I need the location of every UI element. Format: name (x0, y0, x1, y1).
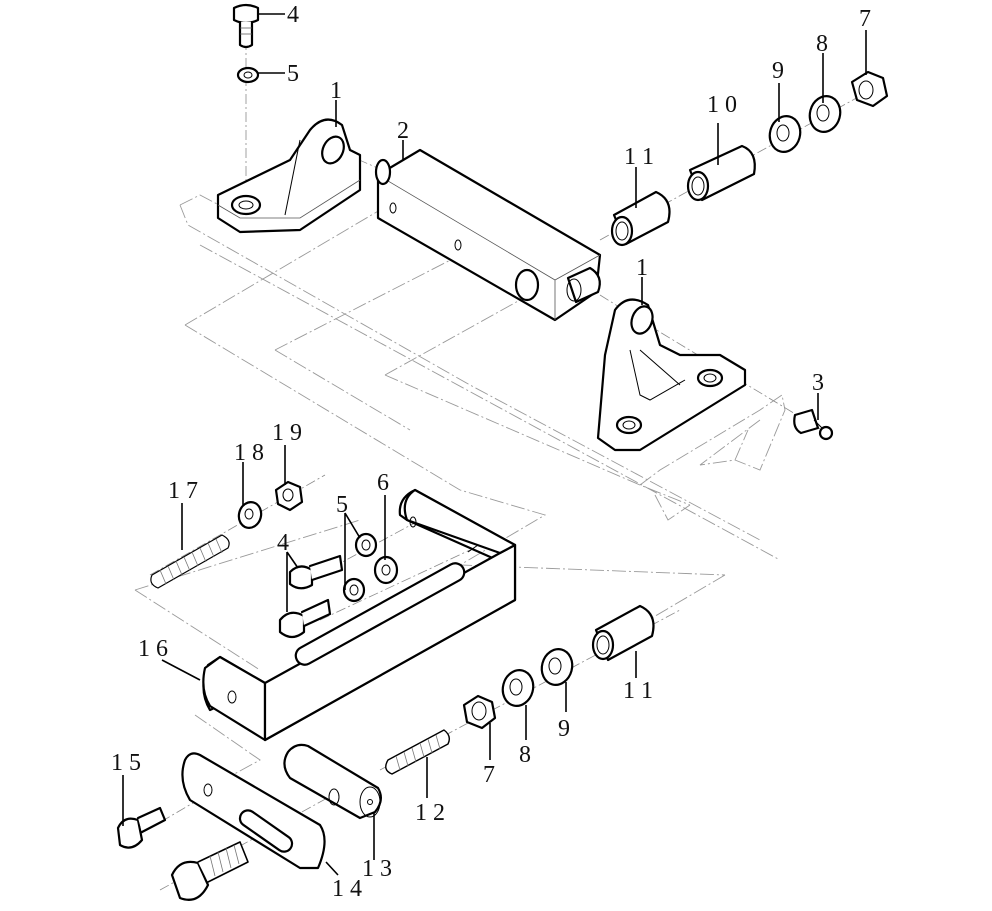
callout-labels: 4 5 1 2 1 1 1 0 9 8 7 1 3 1 7 1 8 1 9 6 … (111, 2, 871, 902)
callout-17: 1 7 (168, 478, 198, 504)
callout-19: 1 9 (272, 420, 302, 446)
mounting-bracket-upper (216, 118, 362, 234)
callout-2: 2 (397, 118, 409, 144)
spring (150, 534, 230, 589)
lock-washer-lower-pair (342, 577, 366, 603)
flat-washer-upper (768, 115, 802, 153)
callout-7-lower: 7 (483, 762, 495, 788)
callout-6: 6 (377, 470, 389, 496)
bushing-upper (610, 190, 671, 247)
leader-lines (122, 13, 867, 876)
callout-5-pair: 5 (336, 492, 348, 518)
spacer-sleeve (686, 144, 756, 202)
callout-5-top: 5 (287, 61, 299, 87)
bolt-lower-pair (278, 598, 332, 639)
threaded-stud (385, 729, 451, 775)
callout-1-lower: 1 (636, 255, 648, 281)
hinge-block (374, 148, 602, 322)
bolt-upper-pair (288, 554, 344, 590)
washer-upper (808, 95, 842, 133)
pin (793, 408, 834, 441)
bolt-large (170, 841, 249, 901)
flat-washer-lower (540, 648, 574, 686)
callout-18: 1 8 (234, 440, 264, 466)
lock-washer-upper-pair (354, 532, 378, 558)
bolt-small (116, 806, 167, 849)
callout-7-upper: 7 (859, 6, 871, 32)
callout-8-upper: 8 (816, 31, 828, 57)
callout-12: 1 2 (415, 800, 445, 826)
callout-15: 1 5 (111, 750, 141, 776)
bolt-top (232, 3, 260, 49)
flat-washer-6 (373, 555, 399, 585)
callout-14: 1 4 (332, 876, 362, 902)
callout-9-lower: 9 (558, 716, 570, 742)
pivot-pin (283, 743, 382, 820)
slotted-bracket (202, 488, 517, 742)
nut-lower (462, 694, 497, 730)
callout-11-upper: 1 1 (624, 144, 654, 170)
callout-4-top: 4 (287, 2, 299, 28)
mounting-bracket-lower (596, 298, 747, 452)
callout-13: 1 3 (362, 856, 392, 882)
washer-spring (237, 501, 263, 529)
callout-11-lower: 1 1 (623, 678, 653, 704)
callout-8-lower: 8 (519, 742, 531, 768)
callout-3: 3 (812, 370, 824, 396)
callout-16: 1 6 (138, 636, 168, 662)
callout-9-upper: 9 (772, 58, 784, 84)
washer-lower (501, 669, 535, 707)
frame-outline (134, 194, 786, 791)
callout-1-upper: 1 (330, 78, 342, 104)
nut-spring (274, 480, 304, 512)
callout-10: 1 0 (707, 92, 737, 118)
slotted-link-plate (181, 752, 326, 870)
nut-upper (850, 70, 889, 108)
bushing-lower (591, 604, 655, 662)
lock-washer-top (236, 66, 260, 84)
callout-4-pair: 4 (277, 530, 289, 556)
